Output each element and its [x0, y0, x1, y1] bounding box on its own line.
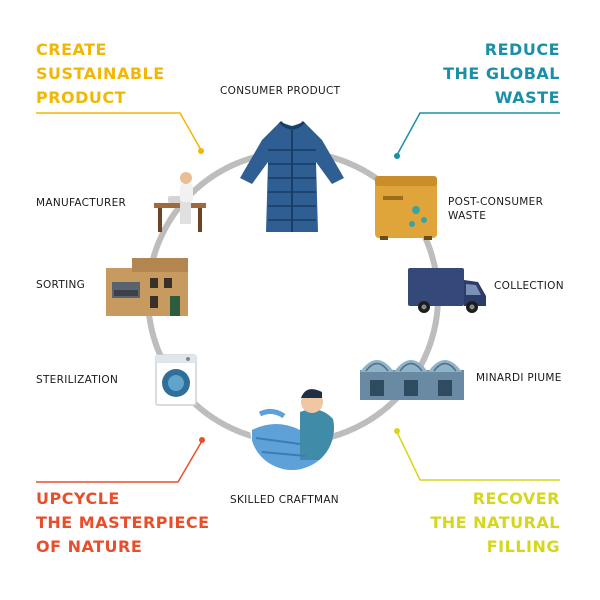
- step-consumer-product: CONSUMER PRODUCT: [220, 85, 341, 97]
- sorting-building-icon: [106, 258, 188, 316]
- corner-create-sustainable-product: CREATE SUSTAINABLE PRODUCT: [36, 40, 165, 107]
- sewing-worker-icon: [154, 172, 206, 232]
- corner-reduce-global-waste: REDUCE THE GLOBAL WASTE: [443, 40, 560, 107]
- step-collection: COLLECTION: [494, 280, 564, 292]
- corner-upcycle-masterpiece: UPCYCLE THE MASTERPIECE OF NATURE: [36, 489, 210, 556]
- leader-recover: [394, 428, 560, 481]
- step-post-consumer-waste: POST-CONSUMER WASTE: [448, 196, 544, 222]
- step-skilled-craftman: SKILLED CRAFTMAN: [230, 494, 339, 506]
- leader-create: [36, 112, 204, 154]
- craftsman-icon: [250, 386, 334, 470]
- corner-recover-natural-filling: RECOVER THE NATURAL FILLING: [430, 489, 560, 556]
- recycling-bin-icon: [375, 176, 437, 240]
- step-minardi-piume: MINARDI PIUME: [476, 372, 562, 384]
- step-sterilization: STERILIZATION: [36, 374, 119, 386]
- delivery-van-icon: [408, 268, 486, 313]
- leader-upcycle: [36, 437, 205, 483]
- step-manufacturer: MANUFACTURER: [36, 197, 127, 209]
- warehouse-icon: [360, 360, 464, 400]
- washing-machine-icon: [155, 354, 197, 406]
- down-jacket-icon: [240, 120, 344, 232]
- step-sorting: SORTING: [36, 279, 86, 291]
- leader-reduce: [394, 112, 560, 159]
